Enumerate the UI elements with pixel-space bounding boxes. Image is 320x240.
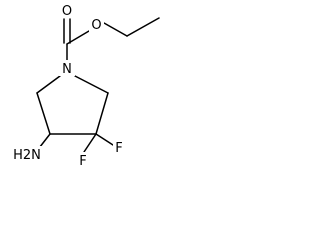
atom-labels: O O N H2N F F [12,2,125,169]
fluorine-label-2: F [115,141,122,156]
fluorine-label-1: F [79,154,86,169]
ring-nitrogen-atom: N [59,60,75,77]
ring-bond-n-c2 [36,75,61,94]
fluorine-atom-2: F [113,139,125,156]
skeletal-formula: O O N H2N F F [12,2,160,169]
fluorine-bond-2 [95,133,114,146]
carbonyl-oxygen-label: O [62,4,72,19]
ring-bond-c5-n [74,75,109,94]
ring-bond-c4-c5 [95,92,109,135]
amine-atom: H2N [12,146,42,163]
ethyl-bond [126,17,160,37]
fluorine-atom-1: F [77,152,89,169]
ester-oxygen-atom: O [89,16,104,33]
ester-oxygen-to-ch2-bond [103,22,128,37]
bonds [35,17,160,153]
amine-label: H2N [13,148,41,163]
carbonyl-to-ester-oxygen-bond [66,30,90,45]
fluorine-bond-1 [83,133,97,153]
ring-bond-c2-c3 [36,92,51,135]
ester-oxygen-label: O [91,18,101,33]
carbonyl-oxygen-atom: O [60,2,74,19]
ring-nitrogen-label: N [62,62,72,77]
